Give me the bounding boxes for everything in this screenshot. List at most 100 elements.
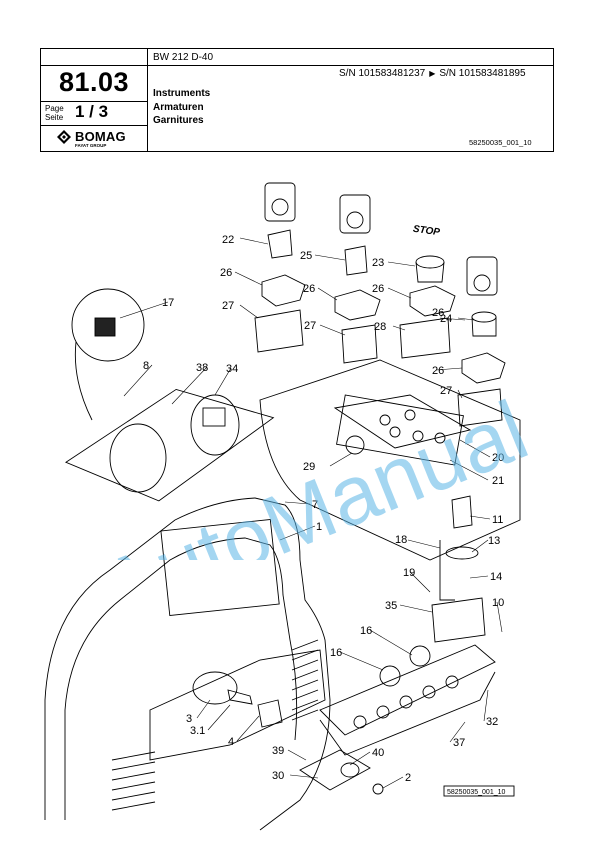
callout-40: 40 (372, 747, 384, 759)
callout-16: 16 (360, 625, 372, 637)
callout-27: 27 (440, 385, 452, 397)
callout-18: 18 (395, 534, 407, 546)
contact-block-27b (341, 324, 378, 364)
symbol-plate-24 (466, 256, 498, 296)
key-switch-22 (267, 229, 293, 259)
callout-8: 8 (143, 360, 149, 372)
callout-35: 35 (385, 600, 397, 612)
key-switch-11 (451, 495, 473, 529)
callout-25: 25 (300, 250, 312, 262)
contact-block-27a (254, 309, 304, 353)
bracket-39 (299, 749, 371, 791)
key-switch-25 (344, 245, 368, 276)
leader-lines (119, 237, 503, 789)
machine-model: BW 212 D-40 (153, 52, 214, 63)
title-block-rule (41, 125, 147, 126)
callout-3-1: 3.1 (190, 725, 205, 737)
callout-23: 23 (372, 257, 384, 269)
switch-hole (445, 675, 459, 689)
callout-22: 22 (222, 234, 234, 246)
gauge-display (202, 407, 226, 427)
callout-26: 26 (220, 267, 232, 279)
callout-37: 37 (453, 737, 465, 749)
contact-block-28 (399, 317, 451, 359)
callout-13: 13 (488, 535, 500, 547)
title-block-rule (148, 65, 553, 66)
stop-label: STOP (412, 224, 441, 239)
switch-hole (434, 432, 446, 444)
callout-19: 19 (403, 567, 415, 579)
callout-14: 14 (490, 571, 502, 583)
callout-20: 20 (492, 452, 504, 464)
dashboard-inner-frame (64, 537, 298, 820)
symbol-plate-ring (473, 274, 491, 292)
callout-39: 39 (272, 745, 284, 757)
dashboard-housing (44, 497, 331, 831)
stop-button-23 (415, 255, 445, 269)
arrow-right-icon: ▶ (429, 69, 436, 78)
symbol-plate-22 (264, 182, 296, 222)
callout-10: 10 (492, 597, 504, 609)
title-fr: Garnitures (153, 115, 204, 126)
bomag-diamond-icon (57, 130, 71, 144)
switch-hole (412, 430, 424, 442)
contact-block-27c (457, 388, 503, 427)
brand-subtitle: FAYAT GROUP (75, 143, 107, 148)
detail-circle (71, 288, 145, 362)
callout-2: 2 (405, 772, 411, 784)
gauge-ring (109, 423, 167, 493)
cap-16 (409, 645, 431, 667)
switch-hole (399, 695, 413, 709)
section-number: 81.03 (58, 67, 130, 97)
lower-panel (149, 649, 326, 761)
callout-30: 30 (272, 770, 284, 782)
callout-27: 27 (222, 300, 234, 312)
callout-labels: 22 25 23 26 26 26 17 27 26 27 28 24 8 38… (143, 234, 504, 784)
callout-26: 26 (432, 365, 444, 377)
switch-hole (404, 409, 416, 421)
callout-28: 28 (374, 321, 386, 333)
diagram-reference: 58250035_001_10 (447, 789, 506, 796)
serial-from: S/N 101583481237 (339, 68, 426, 79)
washer-13 (445, 546, 479, 560)
callout-16: 16 (330, 647, 342, 659)
bezel-26b (334, 289, 381, 321)
callout-26: 26 (372, 283, 384, 295)
serial-to: S/N 101583481895 (439, 68, 526, 79)
display-cutout (160, 518, 280, 617)
callout-24: 24 (440, 313, 452, 325)
callout-34: 34 (226, 363, 238, 375)
title-block: BW 212 D-40 81.03 Page Seite 1 / 3 BOMAG… (40, 48, 554, 152)
page-label-en: Page (45, 104, 64, 113)
relay-icon (94, 317, 116, 337)
lower-switch-plate (319, 644, 496, 736)
console-top-panel (333, 394, 472, 449)
serial-range: S/N 101583481237▶S/N 101583481895 (339, 68, 526, 79)
title-block-divider (147, 49, 148, 151)
callout-27: 27 (304, 320, 316, 332)
switch-hole (376, 705, 390, 719)
instrument-console (259, 359, 521, 561)
bracket-18 (439, 540, 455, 601)
callout-21: 21 (492, 475, 504, 487)
callout-17: 17 (162, 297, 174, 309)
vent-grille-right (291, 639, 319, 721)
callout-38: 38 (196, 362, 208, 374)
switch-hole (345, 435, 365, 455)
watermark-text: AutoManual (89, 383, 540, 560)
callout-26: 26 (303, 283, 315, 295)
switch-plate (336, 394, 464, 466)
callout-29: 29 (303, 461, 315, 473)
titles: Instruments Armaturen Garnitures (153, 87, 210, 128)
socket-40 (340, 762, 360, 778)
callout-26: 26 (432, 307, 444, 319)
title-en: Instruments (153, 88, 211, 99)
vent-grille (111, 751, 156, 811)
callout-11: 11 (492, 514, 503, 526)
title-block-rule (41, 101, 147, 102)
callout-4: 4 (228, 736, 234, 748)
switch-hole (353, 715, 367, 729)
lower-plate-37 (319, 671, 496, 756)
brand-name: BOMAG (75, 129, 126, 144)
gauge-panel (64, 388, 275, 502)
